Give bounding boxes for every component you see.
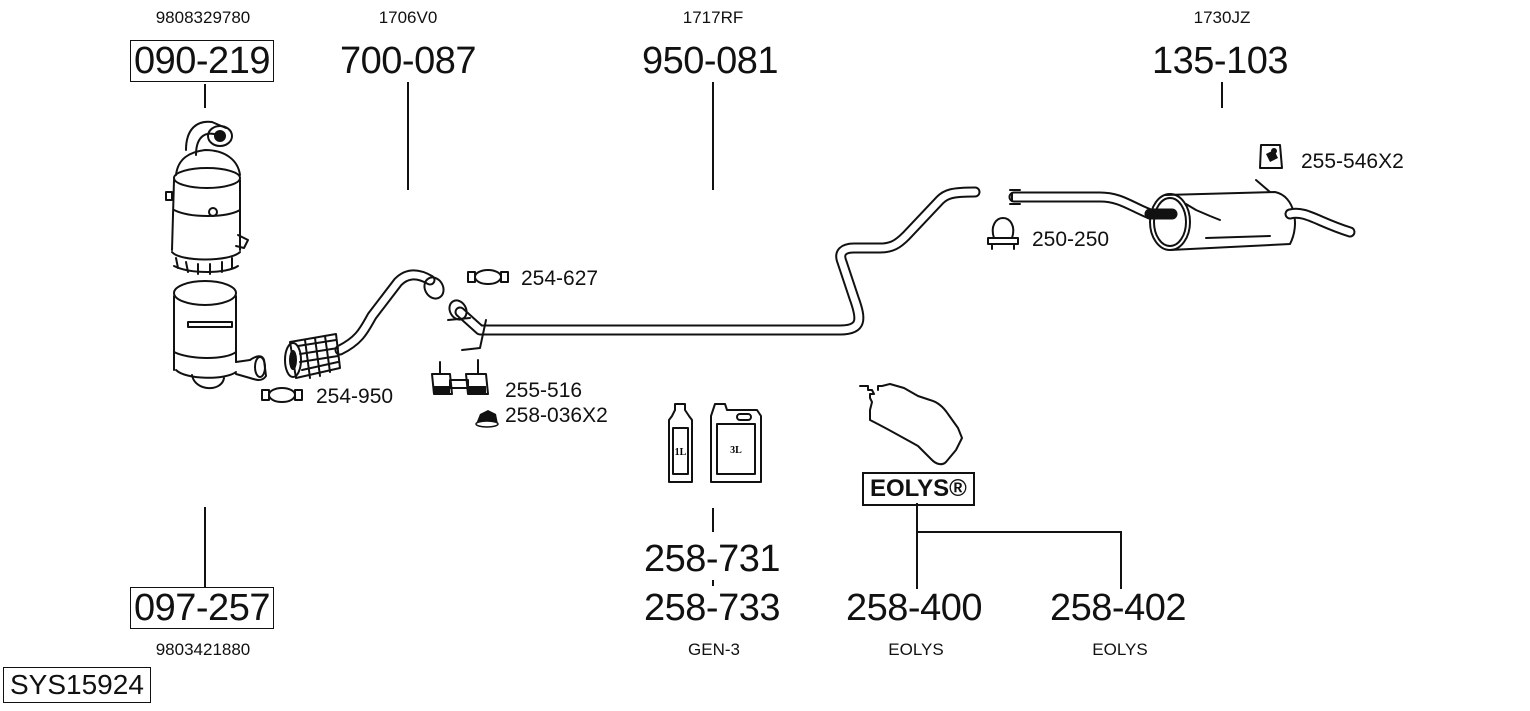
dpf-upper-oe-number: 9808329780	[155, 8, 251, 27]
system-id-label: SYS15924	[3, 667, 151, 703]
u-clamp-icon	[987, 217, 1019, 250]
eolys-b-note: EOLYS	[1092, 640, 1148, 659]
rubber-hanger-icon	[1259, 144, 1283, 169]
leader-line	[204, 84, 206, 108]
leader-line	[916, 531, 1121, 533]
additive-3l-part-number[interactable]: 258-733	[644, 587, 780, 629]
front-pipe-illustration[interactable]	[284, 269, 447, 379]
leader-line	[712, 580, 714, 586]
nut-icon	[475, 410, 499, 428]
leader-line	[204, 507, 206, 587]
leader-line	[1221, 82, 1223, 108]
leader-line	[1120, 531, 1122, 589]
rear-silencer-oe-number: 1730JZ	[1193, 8, 1251, 27]
leader-line	[407, 82, 409, 190]
eolys-b-part-number[interactable]: 258-402	[1050, 587, 1186, 629]
bottle-1l-label: 1L	[675, 447, 687, 458]
additive-generation-note: GEN-3	[688, 640, 740, 659]
front-pipe-oe-number: 1706V0	[378, 8, 438, 27]
accessory-label-254-950[interactable]: 254-950	[316, 385, 394, 408]
additive-bottle-3l-illustration[interactable]: 3L	[710, 403, 762, 483]
middle-pipe-illustration[interactable]	[446, 186, 981, 351]
dpf-lower-part-number[interactable]: 097-257	[130, 587, 274, 629]
dpf-upper-illustration[interactable]	[165, 120, 249, 275]
eolys-a-part-number[interactable]: 258-400	[846, 587, 982, 629]
leader-line	[712, 508, 714, 532]
dpf-lower-illustration[interactable]	[173, 280, 267, 390]
accessory-label-250-250[interactable]: 250-250	[1032, 228, 1110, 251]
additive-bottle-1l-illustration[interactable]: 1L	[668, 403, 693, 483]
middle-pipe-oe-number: 1717RF	[682, 8, 744, 27]
bottle-3l-label: 3L	[730, 445, 742, 456]
leader-line	[712, 82, 714, 190]
dpf-lower-oe-number: 9803421880	[155, 640, 251, 659]
middle-pipe-part-number[interactable]: 950-081	[642, 40, 778, 82]
bracket-mount-icon	[431, 359, 489, 395]
clamp-icon	[261, 387, 303, 403]
eolys-badge: EOLYS®	[862, 472, 975, 506]
accessory-label-255-516[interactable]: 255-516	[505, 379, 583, 402]
rear-silencer-illustration[interactable]	[1008, 179, 1356, 251]
additive-1l-part-number[interactable]: 258-731	[644, 538, 780, 580]
eolys-tank-illustration[interactable]	[859, 383, 963, 466]
leader-line	[916, 503, 918, 589]
front-pipe-part-number[interactable]: 700-087	[340, 40, 476, 82]
accessory-label-255-546[interactable]: 255-546X2	[1301, 150, 1404, 173]
clamp-icon	[467, 269, 509, 285]
dpf-upper-part-number[interactable]: 090-219	[130, 40, 274, 82]
accessory-label-254-627[interactable]: 254-627	[521, 267, 599, 290]
accessory-label-258-036[interactable]: 258-036X2	[505, 404, 608, 427]
rear-silencer-part-number[interactable]: 135-103	[1152, 40, 1288, 82]
eolys-a-note: EOLYS	[888, 640, 944, 659]
